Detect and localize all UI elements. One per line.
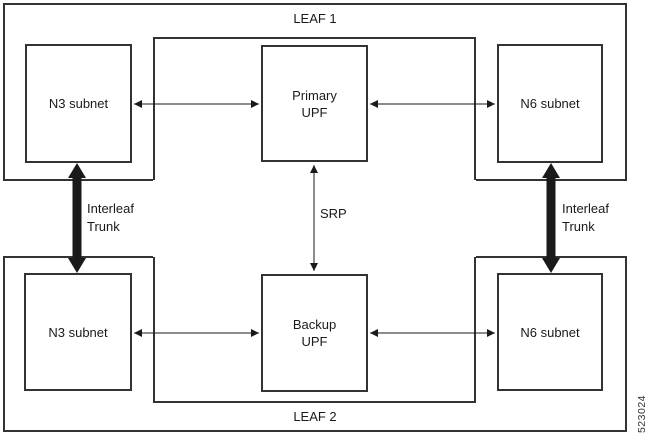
node-label-line2: UPF: [301, 104, 328, 120]
trunk-label-line2: Trunk: [87, 219, 120, 234]
leaf2-backup-upf-node: Backup UPF: [261, 274, 368, 392]
leaf1-container-outline: [3, 3, 627, 181]
interleaf-trunk-right-arrow: [542, 163, 560, 273]
node-label-line2: UPF: [301, 334, 328, 349]
node-label: N3 subnet: [48, 96, 109, 111]
interleaf-trunk-right-label: Interleaf Trunk: [562, 200, 609, 236]
leaf2-container-outline: [3, 256, 627, 432]
leaf1-n6-subnet-node: N6 subnet: [497, 44, 603, 163]
node-label: Primary UPF: [292, 87, 337, 121]
node-label: N6 subnet: [520, 324, 580, 340]
trunk-label-line1: Interleaf: [562, 201, 609, 216]
node-label: N3 subnet: [48, 324, 108, 340]
node-label-line1: Primary: [292, 87, 337, 103]
interleaf-trunk-left-arrow: [68, 163, 86, 273]
leaf1-label: LEAF 1: [293, 11, 337, 26]
leaf1-n3-subnet-node: N3 subnet: [25, 44, 132, 163]
leaf2-n3-subnet-node: N3 subnet: [24, 273, 132, 391]
interleaf-trunk-left-label: Interleaf Trunk: [87, 200, 134, 236]
srp-link-label: SRP: [320, 206, 347, 221]
trunk-label-line1: Interleaf: [87, 201, 134, 216]
leaf2-label: LEAF 2: [293, 409, 337, 424]
upf-center-rect-upper-outline: [153, 37, 476, 180]
node-label-line1: Backup: [292, 317, 337, 332]
trunk-label-line2: Trunk: [562, 219, 595, 234]
figure-number: 523024: [636, 394, 648, 434]
leaf1-primary-upf-node: Primary UPF: [261, 45, 368, 162]
node-label: Backup UPF: [293, 316, 336, 350]
node-label: N6 subnet: [520, 96, 580, 111]
leaf2-n6-subnet-node: N6 subnet: [497, 273, 603, 391]
